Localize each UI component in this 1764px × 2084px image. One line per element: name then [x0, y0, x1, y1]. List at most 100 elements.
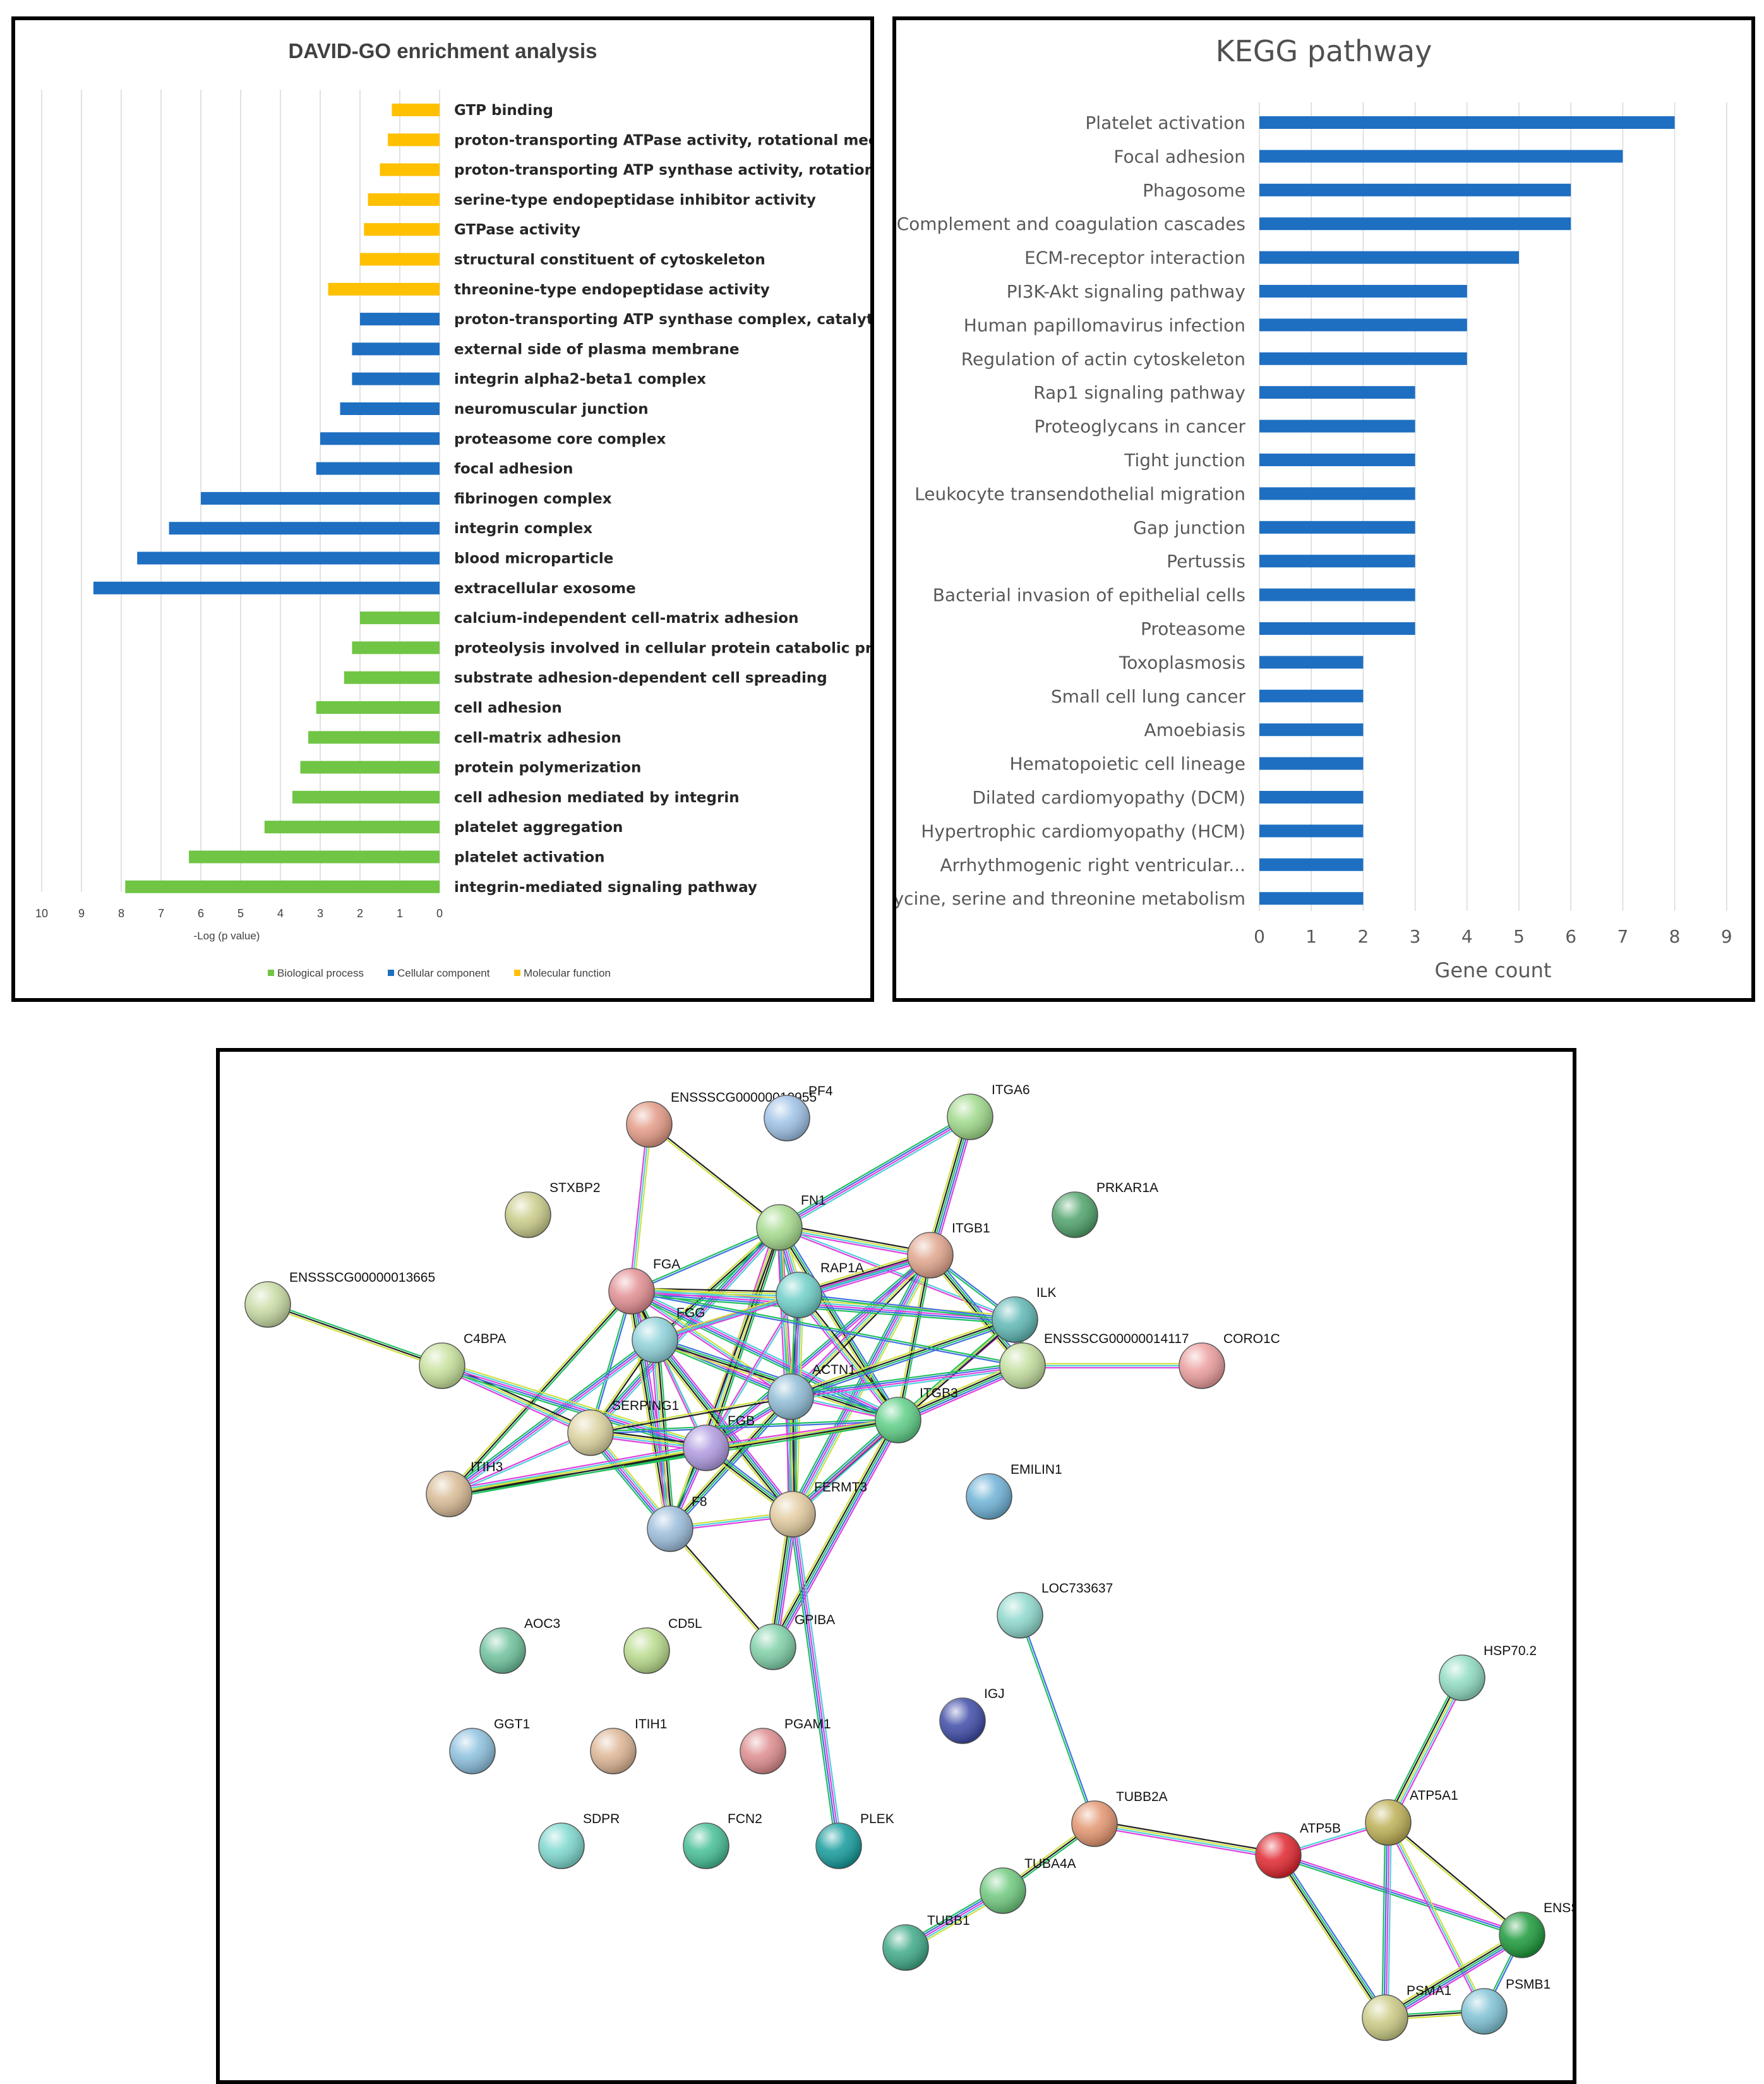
network-edge-strand: [928, 1255, 1023, 1367]
network-node-loc733637[interactable]: LOC733637: [997, 1581, 1113, 1639]
network-node-ggt1[interactable]: GGT1: [449, 1717, 530, 1774]
network-node-hsp70-2[interactable]: HSP70.2: [1439, 1644, 1537, 1701]
network-node-label: ITGB3: [920, 1386, 958, 1400]
network-edge-strand: [1381, 1822, 1386, 2018]
network-node-emilin1[interactable]: EMILIN1: [966, 1462, 1062, 1520]
network-node-tubb1[interactable]: TUBB1: [882, 1913, 970, 1971]
network-edge-strand: [1278, 1854, 1523, 1936]
network-node-igj[interactable]: IGJ: [939, 1687, 1005, 1744]
network-node-itga6[interactable]: ITGA6: [947, 1083, 1030, 1140]
network-edge-strand: [632, 1287, 900, 1418]
network-node-sdpr[interactable]: SDPR: [538, 1812, 620, 1869]
network-node-label: GPIBA: [795, 1613, 835, 1627]
network-edge-strand: [670, 1227, 781, 1529]
network-node-pgam1[interactable]: PGAM1: [740, 1717, 831, 1774]
network-node-actn1[interactable]: ACTN1: [767, 1363, 856, 1420]
network-node-itih3[interactable]: ITIH3: [426, 1460, 503, 1517]
network-node-label: ITIH3: [471, 1460, 503, 1474]
network-node-highlight: [1072, 1801, 1117, 1846]
go-tick-label: 6: [198, 907, 204, 920]
network-edge-strand: [1275, 1857, 1383, 2020]
go-category-label: fibrinogen complex: [454, 491, 612, 507]
go-chart-title: DAVID-GO enrichment analysis: [288, 39, 597, 63]
network-node-atp5b[interactable]: ATP5B: [1255, 1821, 1341, 1879]
go-bar: [201, 491, 440, 505]
go-legend-label: Biological process: [277, 967, 364, 979]
network-node-tuba4a[interactable]: TUBA4A: [980, 1857, 1076, 1914]
network-edge-strand: [442, 1363, 707, 1447]
kegg-bar: [1259, 689, 1364, 702]
network-node-fgb[interactable]: FGB: [683, 1414, 755, 1471]
network-edge-strand: [791, 1322, 1016, 1400]
network-edge-strand: [441, 1367, 706, 1451]
kegg-bar: [1259, 555, 1415, 568]
kegg-category-label: Regulation of actin cytoskeleton: [961, 349, 1245, 370]
go-bar: [328, 282, 440, 296]
go-bar: [388, 133, 440, 147]
network-node-stxbp2[interactable]: STXBP2: [505, 1181, 601, 1238]
network-node-enssscg00000013665[interactable]: ENSSSCG00000013665: [244, 1270, 435, 1328]
go-tick-label: 3: [317, 907, 323, 920]
go-category-label: integrin alpha2-beta1 complex: [454, 371, 706, 388]
network-node-tubb2a[interactable]: TUBB2A: [1071, 1790, 1168, 1847]
network-edge-strand: [656, 1339, 673, 1529]
network-node-psmb1[interactable]: PSMB1: [1461, 1977, 1551, 2035]
network-node-fermt3[interactable]: FERMT3: [769, 1480, 867, 1538]
network-node-serping1[interactable]: SERPING1: [567, 1399, 679, 1456]
network-node-label: LOC733637: [1041, 1581, 1113, 1596]
network-node-itgb1[interactable]: ITGB1: [907, 1221, 990, 1279]
network-node-gpiba[interactable]: GPIBA: [750, 1613, 835, 1670]
network-node-highlight: [419, 1343, 465, 1388]
network-node-rap1a[interactable]: RAP1A: [776, 1261, 864, 1318]
network-node-f8[interactable]: F8: [647, 1495, 707, 1552]
network-node-highlight: [757, 1205, 802, 1250]
network-edge-strand: [590, 1395, 791, 1433]
network-node-label: RAP1A: [820, 1261, 864, 1275]
go-tick-label: 2: [357, 907, 363, 920]
network-node-plek[interactable]: PLEK: [815, 1812, 894, 1869]
network-node-label: PLEK: [860, 1812, 894, 1826]
network-node-atp5a1[interactable]: ATP5A1: [1365, 1788, 1458, 1846]
network-node-ilk[interactable]: ILK: [992, 1286, 1057, 1343]
network-edge-strand: [896, 1317, 1014, 1419]
network-node-itih1[interactable]: ITIH1: [590, 1717, 667, 1774]
network-node-fcn2[interactable]: FCN2: [683, 1812, 762, 1869]
network-node-aoc3[interactable]: AOC3: [479, 1617, 560, 1674]
network-node-enssscg00000014117[interactable]: ENSSSCG00000014117: [999, 1332, 1189, 1389]
network-node-itgb3[interactable]: ITGB3: [875, 1386, 958, 1443]
network-edge-strand: [441, 1364, 707, 1449]
network-edge-strand: [440, 1369, 705, 1453]
network-node-enss[interactable]: ENSS: [1499, 1901, 1573, 1958]
network-node-fga[interactable]: FGA: [608, 1257, 680, 1315]
network-edge: [628, 1124, 652, 1292]
network-node-fn1[interactable]: FN1: [756, 1193, 826, 1251]
network-edge-strand: [789, 1514, 837, 1846]
network-edge: [704, 1253, 932, 1450]
network-node-coro1c[interactable]: CORO1C: [1179, 1332, 1280, 1389]
network-node-psma1[interactable]: PSMA1: [1362, 1984, 1451, 2041]
network-edge-strand: [791, 1320, 1016, 1399]
network-node-pf4[interactable]: PF4: [764, 1084, 833, 1141]
kegg-category-label: Platelet activation: [1085, 112, 1245, 133]
network-edge-strand: [897, 1255, 932, 1421]
network-edge-strand: [793, 1514, 841, 1846]
network-edge-strand: [788, 1253, 928, 1513]
kegg-category-label: Gap junction: [1133, 517, 1245, 538]
network-edge-strand: [790, 1364, 1023, 1397]
network-edge-strand: [632, 1289, 1023, 1366]
network-node-cd5l[interactable]: CD5L: [623, 1617, 702, 1674]
go-bar: [300, 761, 440, 774]
network-node-prkar1a[interactable]: PRKAR1A: [1052, 1181, 1158, 1238]
network-node-fgg[interactable]: FGG: [632, 1306, 705, 1363]
go-category-label: platelet aggregation: [454, 819, 623, 836]
network-edge-strand: [654, 1339, 793, 1515]
network-node-label: TUBA4A: [1024, 1857, 1076, 1871]
network-edge-strand: [1385, 1822, 1390, 2018]
kegg-category-label: Phagosome: [1143, 180, 1245, 201]
network-edge-strand: [772, 1419, 899, 1647]
kegg-category-label: Proteoglycans in cancer: [1034, 416, 1245, 437]
network-node-c4bpa[interactable]: C4BPA: [419, 1332, 506, 1389]
network-node-label: PSMA1: [1407, 1984, 1451, 1998]
